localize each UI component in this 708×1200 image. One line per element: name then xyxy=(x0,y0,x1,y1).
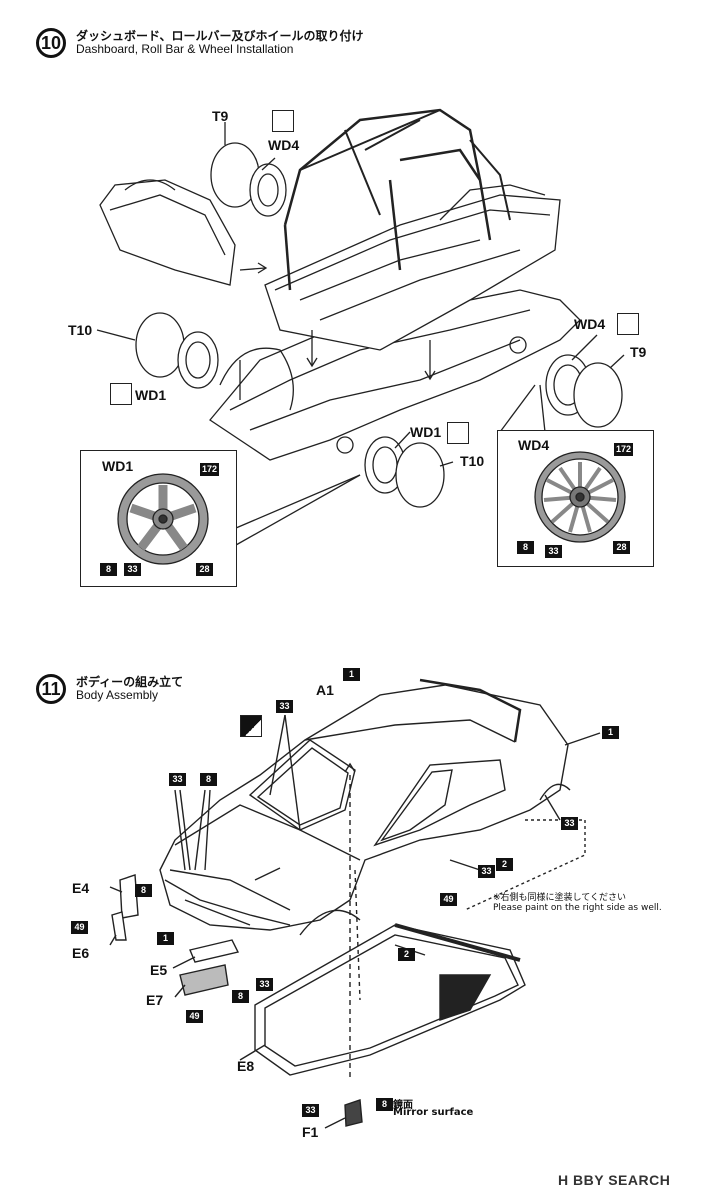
label-a1: A1 xyxy=(316,682,334,698)
step-11-title-en: Body Assembly xyxy=(76,688,159,702)
badge-e5-8: 8 xyxy=(232,990,249,1003)
wd1-badge-8: 8 xyxy=(100,563,117,576)
badge-bumper-1: 1 xyxy=(157,932,174,945)
label-wd4-top: WD4 xyxy=(268,137,300,153)
wd4-badge-33: 33 xyxy=(545,545,562,558)
label-wd4-right: WD4 xyxy=(574,316,606,332)
step-10-number: 10 xyxy=(36,28,66,58)
badge-light-33: 33 xyxy=(256,978,273,991)
label-e7: E7 xyxy=(146,992,164,1008)
wd4-badge-172: 172 xyxy=(614,443,634,456)
inset-wd4-title: WD4 xyxy=(518,437,550,453)
step-11-number: 11 xyxy=(36,674,66,704)
paint-icon-left xyxy=(110,383,132,405)
label-e6: E6 xyxy=(72,945,90,961)
badge-rear-33: 33 xyxy=(561,817,578,830)
note-jp: ※右側も同様に塗装してください xyxy=(493,893,627,903)
label-t10-left: T10 xyxy=(68,322,93,338)
paint-icon-right xyxy=(617,313,639,335)
badge-rear-1: 1 xyxy=(602,726,619,739)
wd4-badge-28: 28 xyxy=(613,541,630,554)
badge-e4-8: 8 xyxy=(135,884,152,897)
note-en: Please paint on the right side as well. xyxy=(493,903,662,913)
paint-icon-bottom xyxy=(447,422,469,444)
label-e8: E8 xyxy=(237,1058,255,1074)
label-t10-bottom: T10 xyxy=(460,453,485,469)
paint-icon-top xyxy=(272,110,294,132)
label-e5: E5 xyxy=(150,962,168,978)
wd1-badge-33: 33 xyxy=(124,563,141,576)
badge-f1-8: 8 xyxy=(376,1098,393,1111)
badge-front-33: 33 xyxy=(169,773,186,786)
wd1-badge-172: 172 xyxy=(200,463,220,476)
paint-mask-icon xyxy=(240,715,262,737)
badge-door-33: 33 xyxy=(478,865,495,878)
label-wd1-left: WD1 xyxy=(135,387,167,403)
badge-glass-2: 2 xyxy=(398,948,415,961)
label-wd1-bottom: WD1 xyxy=(410,424,442,440)
inset-wd1-title: WD1 xyxy=(102,458,134,474)
watermark: H BBY SEARCH xyxy=(558,1172,671,1188)
label-t9-top: T9 xyxy=(212,108,229,124)
label-e4: E4 xyxy=(72,880,90,896)
step-10-title-jp: ダッシュボード、ロールバー及びホイールの取り付け xyxy=(76,29,364,43)
step-11-title-jp: ボディーの組み立て xyxy=(76,675,184,689)
mirror-surface-en: Mirror surface xyxy=(393,1107,474,1118)
wd1-badge-28: 28 xyxy=(196,563,213,576)
badge-e6-49: 49 xyxy=(71,921,88,934)
step-10-title-en: Dashboard, Roll Bar & Wheel Installation xyxy=(76,42,294,56)
label-t9-right: T9 xyxy=(630,344,647,360)
badge-roof-1: 1 xyxy=(343,668,360,681)
badge-front-8: 8 xyxy=(200,773,217,786)
mirror-surface-jp: 鏡面 xyxy=(393,1100,413,1111)
wd4-badge-8: 8 xyxy=(517,541,534,554)
badge-pillar-33: 33 xyxy=(276,700,293,713)
label-f1: F1 xyxy=(302,1124,319,1140)
badge-f1-33: 33 xyxy=(302,1104,319,1117)
badge-door-2: 2 xyxy=(496,858,513,871)
badge-side-49: 49 xyxy=(440,893,457,906)
badge-e7-49: 49 xyxy=(186,1010,203,1023)
